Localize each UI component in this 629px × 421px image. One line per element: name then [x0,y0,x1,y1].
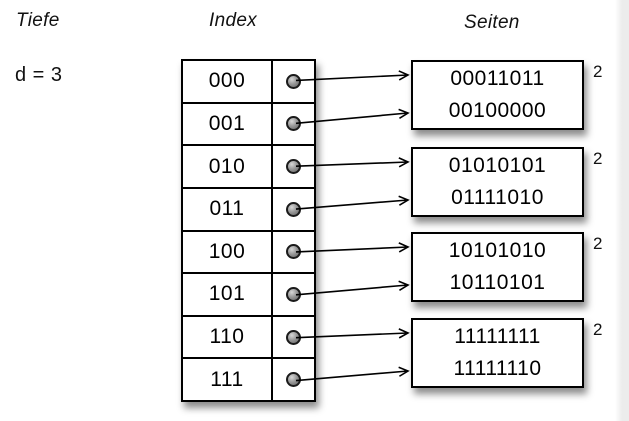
local-depth-label: 2 [593,62,603,81]
index-row: 011 [183,188,314,232]
page-box: 10101010 10110101 [411,232,584,302]
index-entry-label: 010 [183,146,273,187]
pointer-dot-icon [286,116,301,132]
index-entry-label: 001 [183,103,273,145]
index-entry-label: 011 [183,188,273,230]
local-depth-label: 2 [593,149,603,168]
column-header-tiefe: Tiefe [16,10,60,31]
page-value: 10101010 [448,239,547,262]
pointer-dot-icon [286,329,301,345]
pointer-dot-icon [286,286,301,302]
page-box: 00011011 00100000 [411,60,584,130]
index-pointer-cell [273,274,314,315]
index-pointer-cell [273,189,314,230]
pointer-dot-icon [286,372,301,388]
page-value: 01010101 [448,154,547,177]
pointer-dot-icon [286,244,301,260]
index-entry-label: 111 [183,359,273,400]
page-value: 00100000 [448,99,547,122]
local-depth-label: 2 [593,234,603,253]
index-row: 100 [183,231,314,275]
local-depth-label: 2 [593,320,603,339]
index-entry-label: 110 [183,316,273,358]
index-row: 000 [183,61,314,104]
column-header-index: Index [209,10,257,31]
index-pointer-cell [273,61,314,102]
page-value: 11111111 [454,325,541,348]
page-value: 00011011 [450,67,545,90]
index-pointer-cell [273,232,314,273]
page-box: 01010101 01111010 [411,147,584,217]
index-row: 101 [183,274,314,317]
index-entry-label: 101 [183,274,273,315]
index-row: 111 [183,359,314,400]
index-pointer-cell [273,317,314,358]
pointer-dot-icon [286,159,301,175]
right-edge-band [615,0,629,421]
index-pointer-cell [273,104,314,145]
page-value: 01111010 [451,186,544,209]
index-pointer-cell [273,359,314,400]
global-depth-label: d = 3 [15,64,63,86]
page-value: 10110101 [449,271,546,294]
index-row: 010 [183,146,314,189]
index-pointer-cell [273,146,314,187]
page-value: 11111110 [453,357,542,380]
column-header-seiten: Seiten [464,12,520,33]
index-row: 110 [183,316,314,360]
pointer-dot-icon [286,73,301,89]
page-box: 11111111 11111110 [411,318,584,388]
index-entry-label: 100 [183,231,273,273]
index-entry-label: 000 [183,61,273,102]
index-row: 001 [183,103,314,147]
pointer-dot-icon [286,201,301,217]
